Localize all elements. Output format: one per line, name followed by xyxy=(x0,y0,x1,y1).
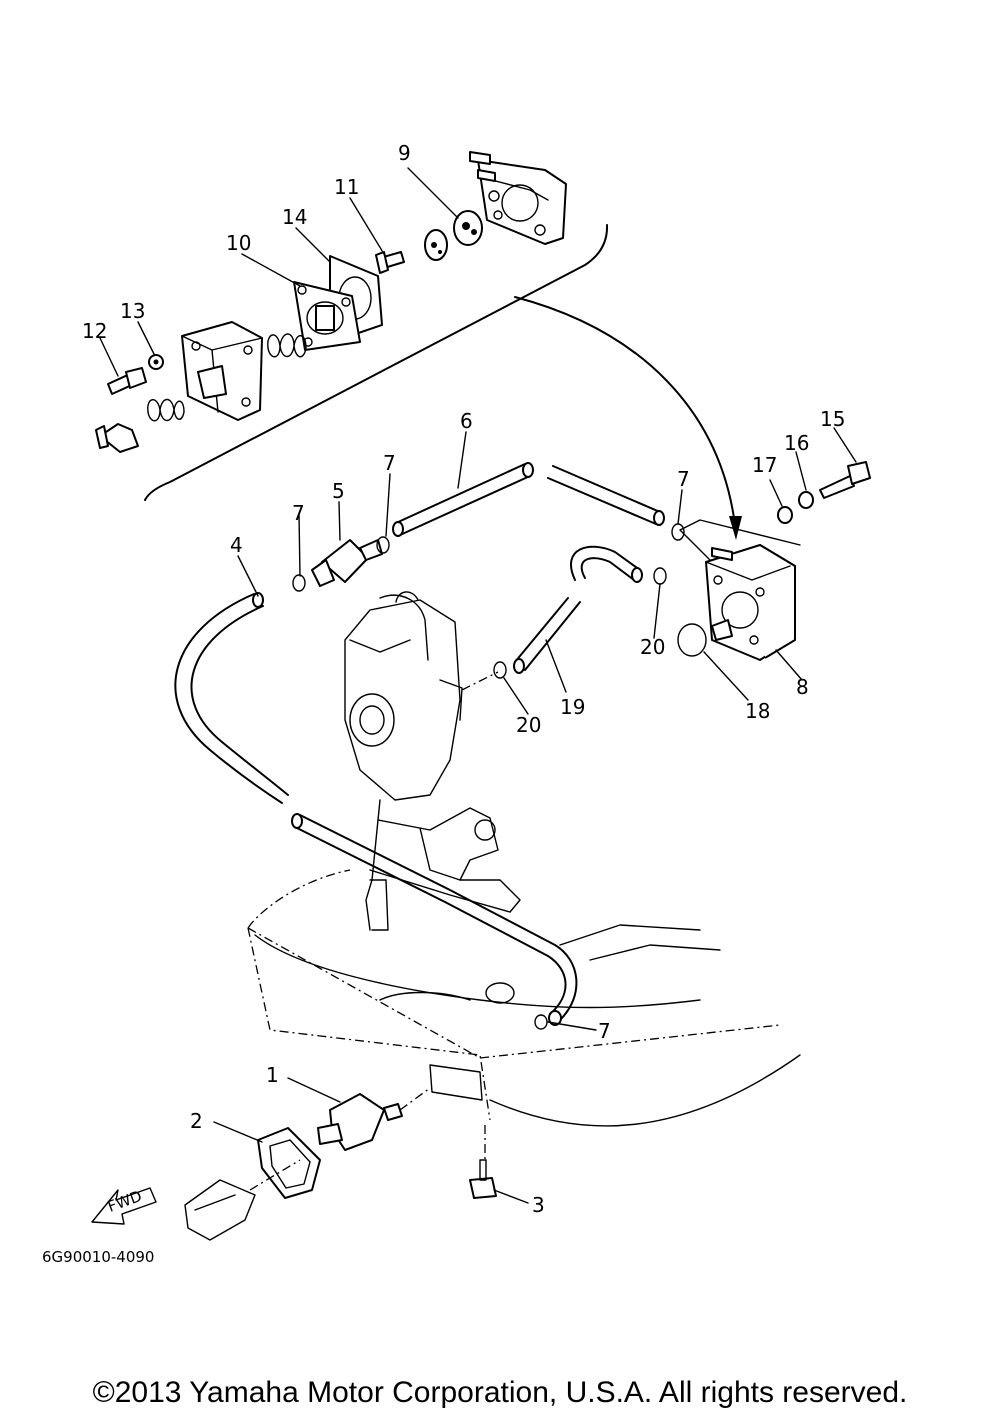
callout-14: 14 xyxy=(282,205,307,229)
bolt-3 xyxy=(469,1159,497,1199)
callout-7b: 7 xyxy=(292,501,305,525)
gasket-2 xyxy=(257,1127,321,1199)
callout-labels: 9 11 14 10 13 12 6 7 5 7 4 7 15 16 17 8 … xyxy=(82,141,845,1217)
bolt-15 xyxy=(819,461,871,499)
fuel-pump-8 xyxy=(705,544,796,661)
check-valve-9 xyxy=(453,210,483,246)
callout-5: 5 xyxy=(332,479,345,503)
copyright-notice: ©2013 Yamaha Motor Corporation, U.S.A. A… xyxy=(92,1376,908,1409)
callout-17: 17 xyxy=(752,453,777,477)
leader-lines xyxy=(99,167,857,1204)
hose-clip-7 xyxy=(292,523,685,1030)
plunger xyxy=(95,423,139,453)
cowling xyxy=(247,869,801,1160)
callout-2: 2 xyxy=(190,1109,203,1133)
pump-cover-upper xyxy=(469,151,567,245)
callout-8: 8 xyxy=(796,675,809,699)
callout-3: 3 xyxy=(532,1193,545,1217)
diagram-code: 6G90010-4090 xyxy=(42,1248,154,1266)
callout-13: 13 xyxy=(120,299,145,323)
fwd-arrow: FWD xyxy=(91,1187,157,1225)
pump-body xyxy=(181,321,263,421)
inset-arrow xyxy=(514,296,742,540)
carburetor xyxy=(344,591,499,801)
callout-20a: 20 xyxy=(640,635,665,659)
fuel-connector xyxy=(184,1159,301,1241)
callout-12: 12 xyxy=(82,319,107,343)
washer-17 xyxy=(777,506,793,524)
screw-11 xyxy=(375,251,405,274)
spring-lower xyxy=(147,398,185,422)
fwd-label: FWD xyxy=(105,1187,144,1216)
callout-18: 18 xyxy=(745,699,770,723)
callout-6: 6 xyxy=(460,409,473,433)
callout-15: 15 xyxy=(820,407,845,431)
valve-disc xyxy=(424,229,448,261)
callout-1: 1 xyxy=(266,1063,279,1087)
spring-upper xyxy=(267,333,307,358)
screw-12 xyxy=(107,367,147,395)
o-ring-18 xyxy=(677,623,707,657)
callout-19: 19 xyxy=(560,695,585,719)
fuel-joint-1 xyxy=(317,1087,431,1151)
inset-frame xyxy=(144,224,609,501)
fuel-hose-19 xyxy=(513,545,643,674)
diaphragm-10 xyxy=(293,281,361,351)
callout-7c: 7 xyxy=(677,467,690,491)
callout-11: 11 xyxy=(334,175,359,199)
washer-16 xyxy=(798,491,814,509)
fuel-filter-5 xyxy=(311,539,383,587)
fuel-hose-6 xyxy=(392,462,665,537)
callout-7a: 7 xyxy=(383,451,396,475)
pump-leader xyxy=(679,519,801,561)
callout-16: 16 xyxy=(784,431,809,455)
callout-7d: 7 xyxy=(598,1019,611,1043)
callout-9: 9 xyxy=(398,141,411,165)
callout-10: 10 xyxy=(226,231,251,255)
fuel-hose-4 xyxy=(174,592,578,1026)
callout-4: 4 xyxy=(230,533,243,557)
engine-block xyxy=(365,799,521,931)
callout-20b: 20 xyxy=(516,713,541,737)
washer-13 xyxy=(148,354,164,370)
